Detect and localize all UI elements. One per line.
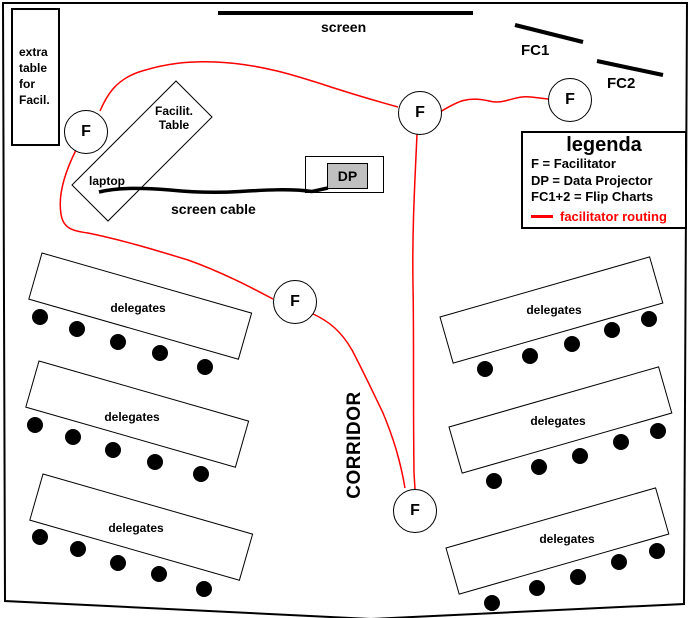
facilitator-table-label-line2: Table	[158, 118, 190, 132]
seat-dots	[27, 309, 666, 611]
seat-dot	[572, 448, 588, 464]
routing-f2-f5	[412, 133, 418, 490]
seat-dot	[110, 334, 126, 350]
flipchart2-label: FC2	[607, 75, 636, 92]
legend-item-projector: DP = Data Projector	[531, 172, 653, 188]
routing-f4-f5	[310, 312, 406, 489]
seat-dot	[564, 336, 580, 352]
seat-dot	[32, 529, 48, 545]
seat-dot	[650, 423, 666, 439]
seat-dot	[65, 429, 81, 445]
routing-line-sample	[531, 214, 553, 218]
extra-table-label-line: for	[19, 77, 35, 91]
data-projector: DP	[327, 163, 368, 189]
right-table-2	[448, 366, 673, 474]
routing-f1-f2	[99, 61, 399, 112]
seat-dot	[27, 417, 43, 433]
legend-box: legenda F = Facilitator DP = Data Projec…	[521, 131, 687, 229]
flipchart1-line	[514, 23, 584, 44]
laptop-label: laptop	[89, 174, 125, 188]
right-table-1	[439, 256, 664, 364]
seat-dot	[147, 454, 163, 470]
seat-dot	[522, 348, 538, 364]
facilitator-position-3: F	[548, 78, 592, 122]
extra-facilitator-table: extra table for Facil.	[11, 8, 60, 146]
seat-dot	[152, 345, 168, 361]
left-table-3	[29, 473, 254, 581]
seat-dot	[531, 459, 547, 475]
left-tables	[25, 252, 254, 581]
left-table-2-label: delegates	[104, 410, 160, 424]
facilitator-routing	[59, 61, 549, 490]
facilitator-table-label: Facilit. Table	[143, 104, 205, 132]
facilitator-table-shape	[71, 80, 213, 222]
seat-dot	[196, 581, 212, 597]
facilitator-position-2: F	[398, 91, 442, 135]
corridor-label: CORRIDOR	[344, 391, 365, 499]
facilitator-position-4: F	[273, 280, 317, 324]
seat-dot	[151, 566, 167, 582]
flipchart1-label: FC1	[521, 42, 550, 59]
seat-dot	[193, 466, 209, 482]
seat-dot	[477, 361, 493, 377]
legend-item-facilitator: F = Facilitator	[531, 156, 616, 171]
legend-routing-label: facilitator routing	[560, 208, 667, 224]
screen-cable-line	[98, 186, 329, 195]
seat-dot	[69, 321, 85, 337]
extra-table-label-line: extra	[19, 45, 48, 59]
left-table-1-label: delegates	[110, 301, 166, 315]
facilitator-position-1: F	[64, 110, 108, 154]
left-table-3-label: delegates	[108, 521, 164, 535]
right-table-3-label: delegates	[539, 532, 595, 546]
legend-routing-row: facilitator routing	[523, 209, 685, 224]
right-table-2-label: delegates	[530, 414, 586, 428]
seat-dot	[105, 442, 121, 458]
left-table-1	[28, 252, 253, 360]
extra-table-label-line: table	[19, 61, 48, 75]
facilitator-table-label-line1: Facilit.	[154, 104, 193, 118]
seat-dot	[486, 473, 502, 489]
right-table-1-label: delegates	[526, 303, 582, 317]
seat-dot	[529, 580, 545, 596]
routing-f1-f4	[59, 149, 274, 300]
seat-dot	[611, 554, 627, 570]
seat-dot	[570, 569, 586, 585]
seat-dot	[613, 434, 629, 450]
legend-item-flipcharts: FC1+2 = Flip Charts	[531, 189, 654, 204]
routing-f2-f3	[439, 96, 549, 113]
seat-dot	[32, 309, 48, 325]
seat-dot	[484, 595, 500, 611]
extra-table-label-line: Facil.	[19, 93, 50, 107]
flipchart2-line	[596, 59, 664, 77]
facilitator-position-5: F	[393, 489, 437, 533]
screen-label: screen	[321, 19, 367, 35]
right-tables	[439, 256, 673, 595]
left-table-2	[25, 360, 250, 468]
seat-dot	[641, 311, 657, 327]
seat-dot	[70, 541, 86, 557]
seat-dot	[197, 359, 213, 375]
projector-table	[305, 156, 384, 193]
legend-title: legenda	[566, 134, 642, 156]
seat-dot	[649, 543, 665, 559]
right-table-3	[445, 487, 670, 595]
seat-dot	[604, 322, 620, 338]
seat-dot	[110, 555, 126, 571]
screen-cable-label: screen cable	[171, 201, 256, 217]
